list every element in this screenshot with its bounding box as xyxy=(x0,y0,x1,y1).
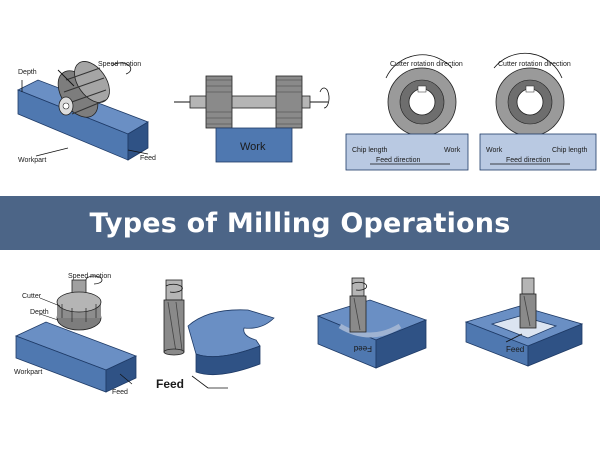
pocket-feed-label: Feed xyxy=(354,344,372,353)
slot-mill-tool xyxy=(349,277,367,333)
face-workpiece-side xyxy=(105,355,137,393)
face-cutter-label: Cutter xyxy=(22,293,42,300)
profile-workpiece-top xyxy=(187,309,275,358)
helical-cutter xyxy=(57,61,110,118)
end-mill-tool xyxy=(163,279,185,356)
arbor-work-label: Work xyxy=(240,141,266,153)
left-rotation-label: Cutter rotation direction xyxy=(390,61,463,68)
left-cutter xyxy=(387,67,457,137)
slab-speed-label: Speed motion xyxy=(98,61,141,68)
slab-milling-diagram: Depth Speed motion Workpart Feed xyxy=(17,61,156,164)
face-depth-label: Depth xyxy=(30,309,49,316)
right-work-label: Work xyxy=(486,147,503,154)
pocket-workpiece-side xyxy=(375,319,427,369)
contour-end-mill-tool xyxy=(519,277,537,329)
contour-feed-label: Feed xyxy=(506,345,524,354)
profile-milling-diagram: Feed xyxy=(156,279,275,391)
workpiece-side xyxy=(127,121,149,161)
right-chip-label: Chip length xyxy=(552,147,588,154)
right-side-cutter xyxy=(275,75,303,129)
left-work-label: Work xyxy=(444,147,461,154)
profile-workpiece-side xyxy=(195,345,261,376)
face-milling-diagram: Speed motion Cutter Depth Workpart Feed xyxy=(14,273,138,396)
right-cutter xyxy=(495,67,565,137)
arbor-milling-diagram: Work xyxy=(174,75,330,163)
page-title: Types of Milling Operations xyxy=(89,207,511,239)
contour-workpiece-side xyxy=(527,323,583,367)
up-down-milling-diagram: Cutter rotation direction Chip length Wo… xyxy=(345,52,597,171)
face-feed-label: Feed xyxy=(112,389,128,396)
face-cutter xyxy=(56,279,102,331)
left-feed-label: Feed direction xyxy=(376,157,420,164)
slab-depth-label: Depth xyxy=(18,69,37,76)
face-workpart-label: Workpart xyxy=(14,369,42,376)
contour-milling-diagram: Feed xyxy=(464,277,584,367)
right-rotation-label: Cutter rotation direction xyxy=(498,61,571,68)
left-chip-label: Chip length xyxy=(352,147,388,154)
title-banner: Types of Milling Operations xyxy=(0,196,600,250)
arbor-workpiece xyxy=(215,127,293,163)
slab-workpart-label: Workpart xyxy=(18,157,46,164)
face-speed-label: Speed motion xyxy=(68,273,111,280)
profile-feed-label: Feed xyxy=(156,377,184,391)
left-side-cutter xyxy=(205,75,233,129)
right-feed-label: Feed direction xyxy=(506,157,550,164)
slab-feed-label: Feed xyxy=(140,155,156,162)
pocket-milling-diagram: Feed xyxy=(316,277,428,369)
